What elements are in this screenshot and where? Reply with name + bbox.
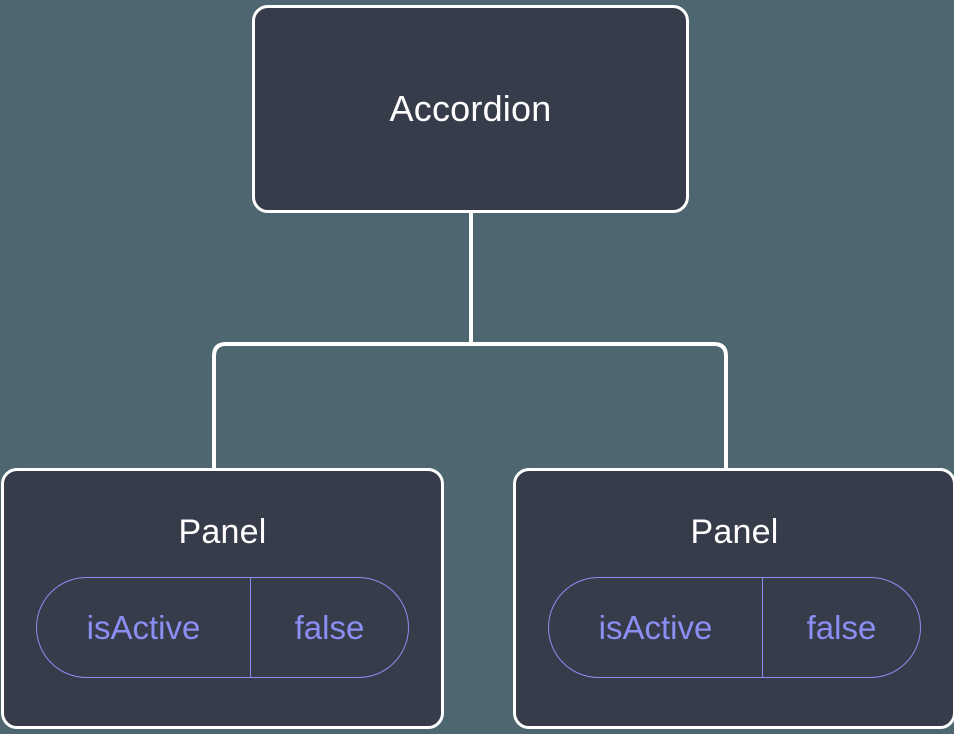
node-panel-2[interactable]: Panel isActive false (513, 468, 954, 729)
prop-key-isactive-2: isActive (549, 578, 763, 677)
prop-value-isactive-1: false (294, 609, 365, 646)
node-accordion[interactable]: Accordion (252, 5, 689, 213)
node-panel-1[interactable]: Panel isActive false (1, 468, 444, 729)
node-accordion-label: Accordion (389, 88, 552, 129)
node-panel-1-label: Panel (178, 513, 267, 551)
prop-value-isactive-2: false (806, 609, 877, 646)
prop-key-isactive-1: isActive (37, 578, 251, 677)
prop-pill-isactive-1[interactable]: isActive false (36, 577, 409, 678)
prop-pill-isactive-2[interactable]: isActive false (548, 577, 921, 678)
connector-child-bracket (212, 342, 728, 470)
node-panel-2-label: Panel (690, 513, 779, 551)
